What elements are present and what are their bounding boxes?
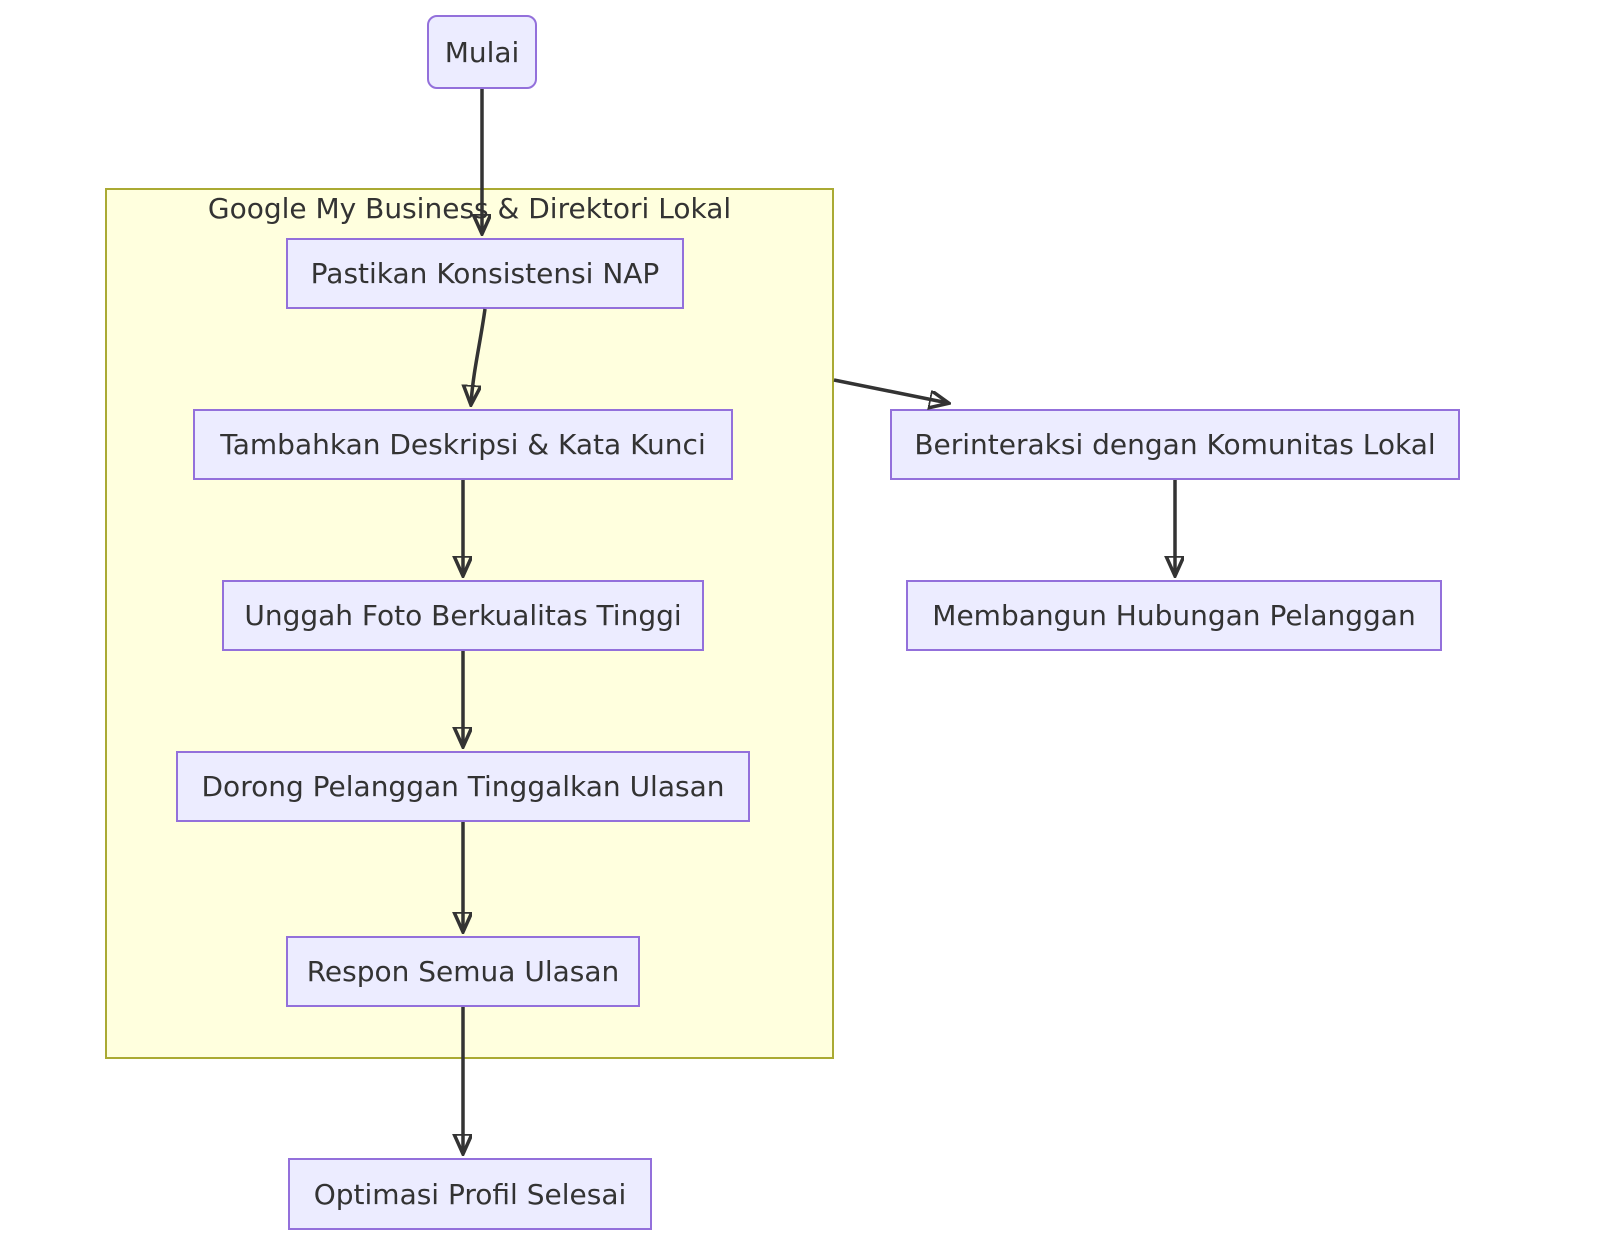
node-pastikan-konsistensi-nap-label: Pastikan Konsistensi NAP — [310, 257, 660, 290]
node-respon-semua-ulasan-label: Respon Semua Ulasan — [306, 955, 620, 988]
edge-subgraph-to-community — [833, 378, 948, 403]
node-mulai: Mulai — [427, 15, 537, 89]
subgraph-title: Google My Business & Direktori Lokal — [207, 192, 732, 225]
node-tambahkan-deskripsi-label: Tambahkan Deskripsi & Kata Kunci — [220, 428, 706, 461]
node-tambahkan-deskripsi: Tambahkan Deskripsi & Kata Kunci — [193, 409, 733, 480]
node-pastikan-konsistensi-nap: Pastikan Konsistensi NAP — [286, 238, 684, 309]
node-mulai-label: Mulai — [444, 35, 520, 69]
node-berinteraksi-komunitas: Berinteraksi dengan Komunitas Lokal — [890, 409, 1460, 480]
node-dorong-pelanggan-ulasan: Dorong Pelanggan Tinggalkan Ulasan — [176, 751, 750, 822]
node-unggah-foto: Unggah Foto Berkualitas Tinggi — [222, 580, 704, 651]
node-respon-semua-ulasan: Respon Semua Ulasan — [286, 936, 640, 1007]
node-berinteraksi-komunitas-label: Berinteraksi dengan Komunitas Lokal — [914, 428, 1436, 461]
node-optimasi-profil-selesai: Optimasi Profil Selesai — [288, 1158, 652, 1230]
node-membangun-hubungan-label: Membangun Hubungan Pelanggan — [932, 599, 1416, 632]
node-optimasi-profil-selesai-label: Optimasi Profil Selesai — [313, 1177, 627, 1211]
node-membangun-hubungan: Membangun Hubungan Pelanggan — [906, 580, 1442, 651]
node-dorong-pelanggan-ulasan-label: Dorong Pelanggan Tinggalkan Ulasan — [201, 770, 725, 803]
node-unggah-foto-label: Unggah Foto Berkualitas Tinggi — [244, 599, 682, 632]
